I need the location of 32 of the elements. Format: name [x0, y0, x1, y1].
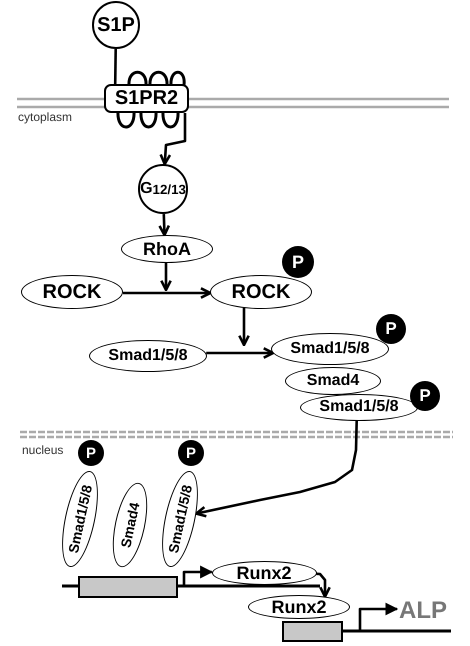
- gene-box: [282, 621, 343, 642]
- protein-ellipse: Runx2: [248, 595, 350, 619]
- protein-ellipse: Smad1/5/8: [271, 333, 389, 365]
- gene-label: ALP: [397, 598, 449, 624]
- compartment-label: cytoplasm: [18, 110, 72, 124]
- phosphate-circle: P: [78, 440, 104, 466]
- arrow: [123, 287, 212, 299]
- arrow: [238, 308, 250, 346]
- compartment-label: nucleus: [22, 443, 64, 457]
- arrow: [206, 347, 274, 359]
- protein-ellipse: Smad4: [285, 367, 381, 395]
- protein-ellipse: Smad1/5/8: [300, 394, 418, 420]
- protein-circle: S1P: [92, 1, 140, 49]
- protein-ellipse: ROCK: [21, 275, 123, 309]
- phosphate-circle: P: [376, 314, 406, 344]
- receptor-box: S1PR2: [104, 84, 189, 113]
- protein-ellipse: RhoA: [121, 235, 213, 263]
- arrow: [194, 420, 358, 518]
- arrow: [159, 113, 186, 166]
- connector-line: [114, 48, 117, 84]
- gene-box: [78, 576, 178, 598]
- phosphate-circle: P: [178, 440, 204, 466]
- protein-ellipse: ROCK: [210, 275, 312, 309]
- arrow: [316, 572, 331, 598]
- promoter-arrow: [178, 566, 214, 588]
- arrow: [158, 214, 170, 236]
- arrow: [160, 263, 172, 292]
- phosphate-circle: P: [282, 246, 314, 278]
- protein-ellipse: Smad1/5/8: [89, 340, 207, 372]
- promoter-arrow: [343, 602, 398, 632]
- protein-ellipse: Runx2: [212, 561, 316, 585]
- phosphate-circle: P: [410, 381, 440, 411]
